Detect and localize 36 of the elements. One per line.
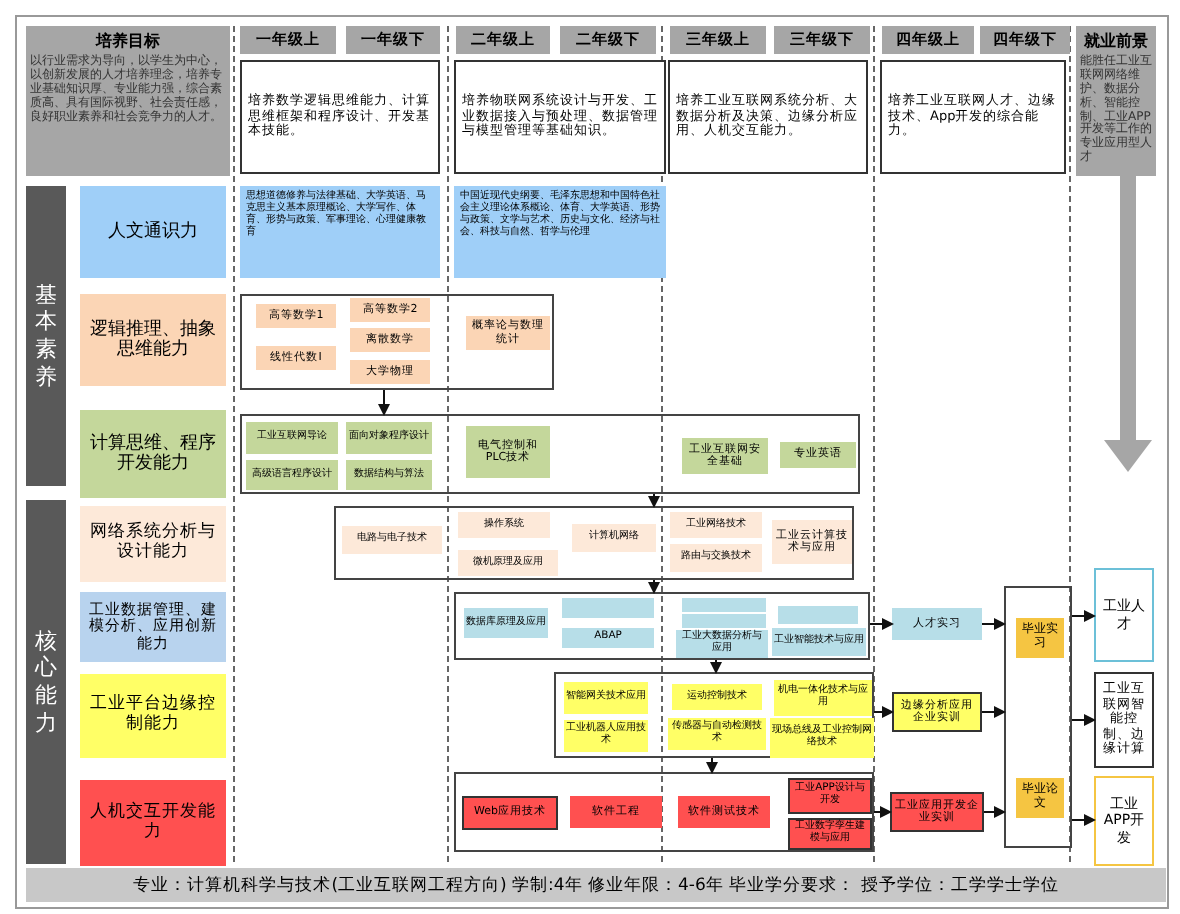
arrow (981, 618, 1006, 630)
arrow (873, 706, 894, 718)
arrow (706, 757, 718, 774)
course-box (682, 598, 766, 612)
course-group-box (334, 506, 854, 580)
arrow (378, 389, 390, 416)
panel-heading: 培养目标 (96, 30, 160, 52)
arrow (1071, 814, 1096, 826)
category-band: 核心能力 (26, 500, 66, 864)
graduation-box (1004, 586, 1072, 848)
arrow (873, 806, 892, 818)
arrow (1071, 610, 1096, 622)
arrow (648, 579, 660, 594)
course-group-box (240, 414, 860, 494)
panel-heading: 就业前景 (1084, 30, 1148, 52)
course-group-box (454, 592, 870, 660)
course-box (778, 606, 858, 624)
ability-label: 计算思维、程序开发能力 (80, 410, 226, 498)
footer-caption: 专业：计算机科学与技术(工业互联网工程方向) 学制:4年 修业年限：4-6年 毕业学分要求： 授予学位：工学学士学位 (26, 868, 1166, 902)
category-band: 基本素养 (26, 186, 66, 486)
arrow (1071, 714, 1096, 726)
arrow (981, 706, 1006, 718)
ability-label: 人文通识力 (80, 186, 226, 278)
course-group-box (554, 672, 874, 758)
ability-label: 网络系统分析与设计能力 (80, 506, 226, 582)
ability-label: 逻辑推理、抽象思维能力 (80, 294, 226, 386)
arrow (869, 618, 894, 630)
ability-label: 工业平台边缘控制能力 (80, 674, 226, 758)
course-box (682, 614, 766, 628)
arrow (983, 806, 1006, 818)
ability-label: 人机交互开发能力 (80, 780, 226, 866)
course-group-box (240, 294, 554, 390)
arrow (648, 493, 660, 508)
course-group-box (454, 772, 874, 852)
course-box (562, 598, 654, 618)
arrow (710, 659, 722, 674)
